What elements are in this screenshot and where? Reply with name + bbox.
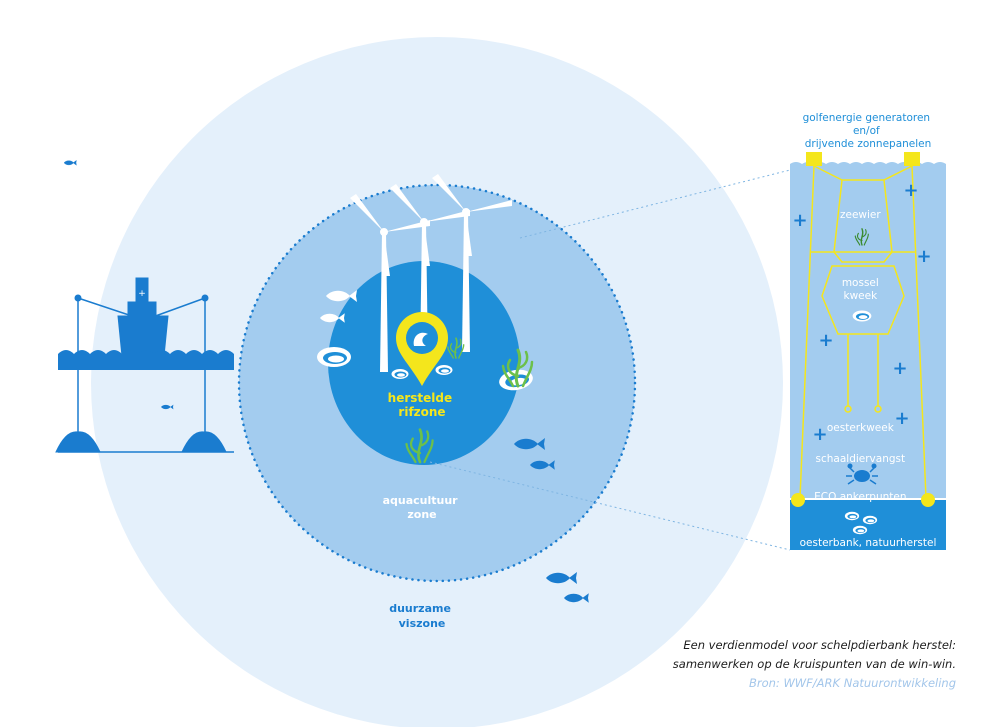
panel-top-label: drijvende zonnepanelen (805, 138, 932, 150)
crab-icon (846, 463, 878, 485)
svg-text:+: + (818, 330, 833, 351)
svg-text:+: + (812, 424, 827, 445)
seaweed-label: zeewier (840, 209, 881, 221)
svg-text:+: + (792, 210, 807, 231)
caption-line: Een verdienmodel voor schelpdierbank her… (683, 638, 956, 652)
oyster-bank-label: oesterbank, natuurherstel (800, 537, 937, 549)
fishing-zone-label: duurzame (389, 602, 451, 615)
fishing-zone-label: viszone (399, 617, 446, 630)
mussel-label: kweek (843, 290, 878, 302)
location-marker-icon (396, 312, 448, 386)
caption-source: Bron: WWF/ARK Natuurontwikkeling (748, 676, 956, 690)
panel-top-label: en/of (853, 125, 880, 137)
aquaculture-detail-panel: + + + + + + + golfenergie generato (790, 112, 946, 550)
svg-text:duurzame viszone: duurzame viszone (389, 602, 455, 630)
svg-text:+: + (903, 180, 918, 201)
mussel-label: mossel (842, 277, 879, 289)
aquaculture-zone-label: zone (407, 508, 436, 521)
svg-text:+: + (138, 289, 146, 299)
svg-text:+: + (894, 408, 909, 429)
svg-text:herstelde rifzone: herstelde rifzone (388, 391, 457, 419)
eco-anchor-label: ECO ankerpunten (814, 491, 906, 503)
figure-caption: Een verdienmodel voor schelpdierbank her… (673, 636, 956, 693)
crustacean-fishing-label: schaaldiervangst (816, 453, 906, 465)
svg-text:golfenergie generatoren: golfenergie generatoren en/of drijvende … (803, 112, 934, 150)
reef-zone-label: rifzone (398, 405, 445, 419)
svg-text:+: + (916, 246, 931, 267)
offshore-platform-icon: + (55, 160, 234, 453)
oyster-farming-label: oesterkweek (827, 422, 895, 434)
panel-top-label: golfenergie generatoren (803, 112, 931, 124)
shell-icon (852, 310, 872, 322)
connector-line (429, 461, 791, 551)
svg-text:+: + (892, 358, 907, 379)
aquaculture-zone-label: aquacultuur (383, 494, 459, 507)
caption-line: samenwerken op de kruispunten van de win… (672, 657, 956, 671)
reef-zone-label: herstelde (388, 391, 452, 405)
connector-line (519, 169, 791, 239)
svg-text:zeewier mossel kwe: zeewier mossel kweek oesterkweek schaald… (800, 209, 937, 549)
svg-text:aquacultuur zone: aquacultuur zone (383, 494, 462, 521)
